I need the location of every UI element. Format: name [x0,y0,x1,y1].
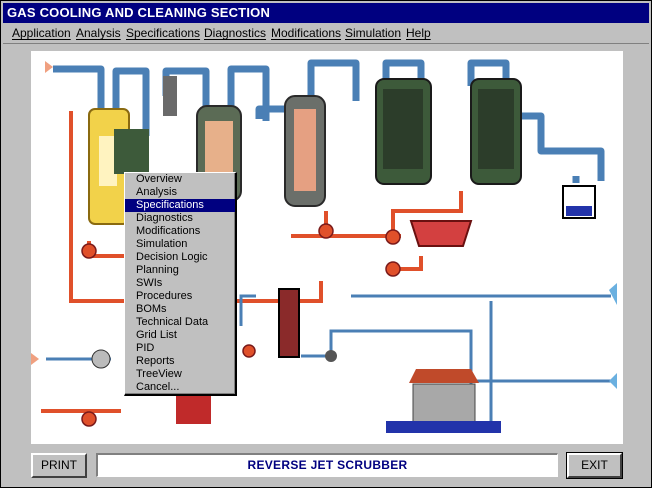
outlet-arrow-2-icon [609,373,617,389]
pump-6 [242,344,256,358]
print-button[interactable]: PRINT [31,453,87,478]
vessel-3 [284,95,326,207]
ctx-item-overview[interactable]: Overview [136,173,182,185]
ctx-item-technical-data[interactable]: Technical Data [136,316,209,328]
ctx-item-pid[interactable]: PID [136,342,155,354]
ctx-item-swis[interactable]: SWIs [136,277,163,289]
outlet-arrow-1-icon [609,283,617,305]
ctx-item-modifications[interactable]: Modifications [136,225,201,237]
vessel-4 [375,78,432,185]
inlet-duct [53,65,105,109]
process-schematic [31,59,617,433]
menu-specifications[interactable]: Specifications [126,26,201,40]
pump-3 [385,229,401,245]
heat-exchanger [278,288,300,358]
ctx-item-treeview[interactable]: TreeView [136,368,182,380]
window-title: GAS COOLING AND CLEANING SECTION [3,3,649,23]
stack [163,76,177,116]
pump-2 [318,223,334,239]
ctx-item-procedures[interactable]: Procedures [136,290,193,302]
pump-5 [81,411,97,427]
inlet-arrow-2-icon [31,353,39,365]
context-menu: Overview Analysis Specifications Diagnos… [124,172,237,396]
menu-bar: Application Analysis Specifications Diag… [3,24,649,44]
menu-application[interactable]: Application [12,26,71,40]
ctx-item-cancel[interactable]: Cancel... [136,381,180,393]
ctx-item-decision-logic[interactable]: Decision Logic [136,251,208,263]
menu-help[interactable]: Help [406,26,431,40]
vessel-1 [88,108,149,225]
ctx-item-boms[interactable]: BOMs [136,303,167,315]
exit-button[interactable]: EXIT [566,452,623,479]
menu-analysis[interactable]: Analysis [76,26,121,40]
ctx-item-reports[interactable]: Reports [136,355,175,367]
menu-diagnostics[interactable]: Diagnostics [204,26,267,40]
ctx-item-specifications[interactable]: Specifications [125,199,235,212]
inlet-arrow-icon [45,61,53,73]
settling-tank [409,220,473,247]
ctx-item-diagnostics[interactable]: Diagnostics [136,212,193,224]
status-field: REVERSE JET SCRUBBER [96,453,558,477]
vessel-5 [470,78,522,185]
ctx-item-grid-list[interactable]: Grid List [136,329,177,341]
ctx-item-analysis[interactable]: Analysis [136,186,177,198]
cooling-tower [386,369,501,433]
blower [91,349,111,369]
pump-1 [81,243,97,259]
pump-4 [385,261,401,277]
menu-simulation[interactable]: Simulation [345,26,402,40]
ctx-item-planning[interactable]: Planning [136,264,179,276]
process-diagram [31,51,623,444]
menu-modifications[interactable]: Modifications [271,26,342,40]
valve [325,350,337,362]
ctx-item-simulation[interactable]: Simulation [136,238,188,250]
